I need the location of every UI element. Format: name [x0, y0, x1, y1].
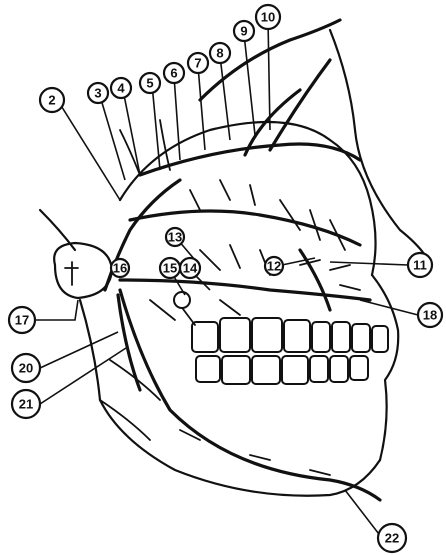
svg-text:5: 5 [146, 76, 153, 91]
svg-text:12: 12 [267, 259, 281, 274]
callout-9: 9 [234, 21, 254, 41]
svg-text:14: 14 [183, 261, 198, 276]
svg-text:8: 8 [216, 46, 223, 61]
callout-10: 10 [256, 5, 280, 29]
lower-teeth [196, 356, 368, 384]
svg-text:9: 9 [240, 24, 247, 39]
upper-teeth [192, 318, 388, 352]
callout-16: 16 [111, 259, 129, 277]
callout-20: 20 [12, 354, 40, 382]
callout-6: 6 [164, 63, 184, 83]
svg-text:3: 3 [94, 86, 101, 101]
svg-text:2: 2 [48, 93, 55, 108]
nerve-network [100, 20, 380, 500]
svg-text:6: 6 [170, 66, 177, 81]
svg-text:16: 16 [113, 261, 127, 276]
callout-15: 15 [160, 258, 180, 278]
callout-5: 5 [140, 73, 160, 93]
callout-17: 17 [9, 307, 35, 333]
svg-text:15: 15 [163, 261, 177, 276]
svg-text:18: 18 [423, 308, 437, 323]
callout-7: 7 [188, 53, 208, 73]
callout-21: 21 [12, 390, 40, 418]
callout-2: 2 [40, 88, 64, 112]
callout-11: 11 [408, 253, 432, 277]
callout-4: 4 [111, 78, 131, 98]
svg-text:10: 10 [261, 10, 275, 25]
svg-text:20: 20 [19, 361, 33, 376]
svg-text:17: 17 [15, 313, 29, 328]
callout-8: 8 [210, 43, 230, 63]
svg-text:11: 11 [413, 258, 427, 273]
eye-region [174, 292, 190, 308]
svg-text:4: 4 [117, 81, 125, 96]
ear [54, 243, 112, 298]
callout-18: 18 [418, 303, 442, 327]
callout-22: 22 [378, 524, 406, 552]
svg-text:22: 22 [385, 531, 399, 546]
callout-12: 12 [265, 257, 283, 275]
callout-13: 13 [166, 228, 184, 246]
callout-14: 14 [180, 258, 200, 278]
svg-text:7: 7 [194, 56, 201, 71]
callout-3: 3 [88, 83, 108, 103]
svg-text:13: 13 [168, 230, 182, 245]
svg-text:21: 21 [19, 397, 33, 412]
